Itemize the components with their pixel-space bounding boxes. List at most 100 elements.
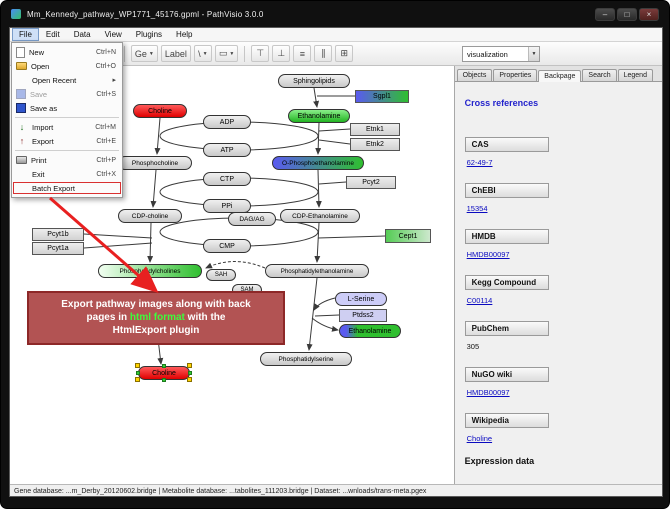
node-etnk1[interactable]: Etnk1 bbox=[350, 123, 400, 136]
node-etnk2[interactable]: Etnk2 bbox=[350, 138, 400, 151]
node-pcyt1b[interactable]: Pcyt1b bbox=[32, 228, 84, 241]
menu-file[interactable]: File bbox=[12, 28, 39, 41]
xref-link[interactable]: C00114 bbox=[466, 296, 493, 305]
node-cept1[interactable]: Cept1 bbox=[385, 229, 431, 243]
visualization-select[interactable]: visualization ▼ bbox=[462, 46, 540, 62]
distribute-vertical-button[interactable]: ⊞ bbox=[335, 45, 354, 62]
xref-link[interactable]: Choline bbox=[466, 434, 493, 443]
node-dag[interactable]: DAG/AG bbox=[228, 212, 276, 226]
node-atp[interactable]: ATP bbox=[203, 143, 251, 157]
node-choline-bottom[interactable]: Choline bbox=[135, 363, 192, 382]
pathway-edge bbox=[311, 317, 339, 332]
node-pcyt2[interactable]: Pcyt2 bbox=[346, 176, 396, 189]
selection-handle[interactable] bbox=[135, 377, 140, 382]
node-adp[interactable]: ADP bbox=[203, 115, 251, 129]
node-cdp-choline[interactable]: CDP-choline bbox=[118, 209, 182, 223]
menu-item-open-recent[interactable]: Open Recent ▸ bbox=[12, 73, 122, 87]
align-top-button[interactable]: ⊤ bbox=[251, 45, 270, 62]
node-phosphatidylcholines[interactable]: Phosphatidylcholines bbox=[98, 264, 202, 278]
tab-objects[interactable]: Objects bbox=[456, 69, 493, 81]
xref-link[interactable]: 62-49-7 bbox=[466, 158, 493, 167]
menu-item-batch-export[interactable]: Batch Export bbox=[12, 181, 122, 195]
menu-item-label: Save bbox=[30, 89, 48, 99]
xref-header: PubChem bbox=[464, 321, 549, 336]
xref-link[interactable]: HMDB00097 bbox=[466, 250, 510, 259]
selection-handle[interactable] bbox=[188, 371, 192, 375]
selection-handle[interactable] bbox=[162, 364, 166, 368]
node-sah[interactable]: SAH bbox=[206, 269, 236, 281]
menu-data[interactable]: Data bbox=[73, 30, 91, 39]
gene-tool-button[interactable]: Ge▼ bbox=[130, 45, 158, 62]
menu-item-save-as[interactable]: Save as bbox=[12, 101, 122, 115]
menu-view[interactable]: View bbox=[104, 30, 122, 39]
selection-handle[interactable] bbox=[162, 378, 166, 382]
menu-help[interactable]: Help bbox=[176, 30, 193, 39]
node-ptdss2[interactable]: Ptdss2 bbox=[339, 309, 387, 322]
menu-bar: File Edit Data View Plugins Help bbox=[10, 28, 662, 42]
tab-properties[interactable]: Properties bbox=[493, 69, 538, 81]
align-bottom-button[interactable]: ⊥ bbox=[272, 45, 291, 62]
menu-item-label: Batch Export bbox=[32, 183, 75, 193]
node-sphingolipids[interactable]: Sphingolipids bbox=[278, 74, 350, 88]
minimize-button[interactable]: – bbox=[595, 7, 615, 21]
node-cmp[interactable]: CMP bbox=[203, 239, 251, 253]
page-icon bbox=[16, 46, 25, 58]
maximize-button[interactable]: □ bbox=[617, 7, 637, 21]
menu-item-label: Export bbox=[32, 136, 54, 146]
status-bar: Gene database: ...m_Derby_20120602.bridg… bbox=[10, 484, 662, 496]
selection-handle[interactable] bbox=[135, 363, 140, 368]
pathway-edge bbox=[314, 314, 340, 317]
pathway-edge bbox=[147, 222, 154, 263]
shape-tool-button[interactable]: ▭▼ bbox=[214, 45, 239, 62]
annotation-callout: Export pathway images along with back pa… bbox=[27, 291, 285, 345]
node-ethanolamine-top[interactable]: Ethanolamine bbox=[288, 109, 350, 123]
callout-line2-post: with the bbox=[184, 312, 226, 324]
title-bar[interactable]: Mm_Kennedy_pathway_WP1771_45176.gpml - P… bbox=[1, 1, 669, 27]
selection-handle[interactable] bbox=[136, 371, 140, 375]
xref-link[interactable]: 15354 bbox=[466, 204, 488, 213]
node-o-phosphoethanolamine[interactable]: O-Phosphoethanolamine bbox=[272, 156, 364, 170]
node-phosphatidylserine[interactable]: Phosphatidylserine bbox=[260, 352, 352, 366]
selection-handle[interactable] bbox=[187, 377, 192, 382]
node-ethanolamine-mid[interactable]: Ethanolamine bbox=[339, 324, 401, 338]
node-choline-top[interactable]: Choline bbox=[133, 104, 187, 118]
tab-backpage[interactable]: Backpage bbox=[538, 70, 582, 82]
label-tool-button[interactable]: Label bbox=[160, 45, 191, 62]
toolbar-separator bbox=[123, 45, 125, 62]
line-tool-button[interactable]: \▼ bbox=[193, 45, 212, 62]
node-pcyt1a[interactable]: Pcyt1a bbox=[32, 242, 84, 255]
close-button[interactable]: × bbox=[639, 7, 659, 21]
node-sgpl1[interactable]: Sgpl1 bbox=[355, 90, 409, 103]
menu-item-label: Open Recent bbox=[32, 75, 77, 85]
menu-plugins[interactable]: Plugins bbox=[135, 30, 163, 39]
xref-link[interactable]: HMDB00097 bbox=[466, 388, 510, 397]
node-phosphatidylethanolamine[interactable]: Phosphatidylethanolamine bbox=[265, 264, 369, 278]
align-center-button[interactable]: ≡ bbox=[293, 45, 312, 62]
node-ppi[interactable]: PPi bbox=[203, 199, 251, 213]
pathway-edge bbox=[83, 233, 153, 239]
tab-legend[interactable]: Legend bbox=[617, 69, 653, 81]
pathway-edge bbox=[317, 235, 386, 239]
node-phosphocholine[interactable]: Phosphocholine bbox=[118, 156, 192, 170]
menu-edit[interactable]: Edit bbox=[45, 30, 60, 39]
distribute-horizontal-button[interactable]: ∥ bbox=[314, 45, 333, 62]
selection-handle[interactable] bbox=[187, 363, 192, 368]
tab-search[interactable]: Search bbox=[582, 69, 617, 81]
node-l-serine[interactable]: L-Serine bbox=[335, 292, 387, 306]
disk-icon bbox=[16, 103, 26, 113]
xref-header: CAS bbox=[464, 137, 549, 152]
node-cdp-ethanolamine[interactable]: CDP-Ethanolamine bbox=[280, 209, 360, 223]
submenu-arrow-icon: ▸ bbox=[112, 77, 116, 84]
node-ctp[interactable]: CTP bbox=[203, 172, 251, 186]
